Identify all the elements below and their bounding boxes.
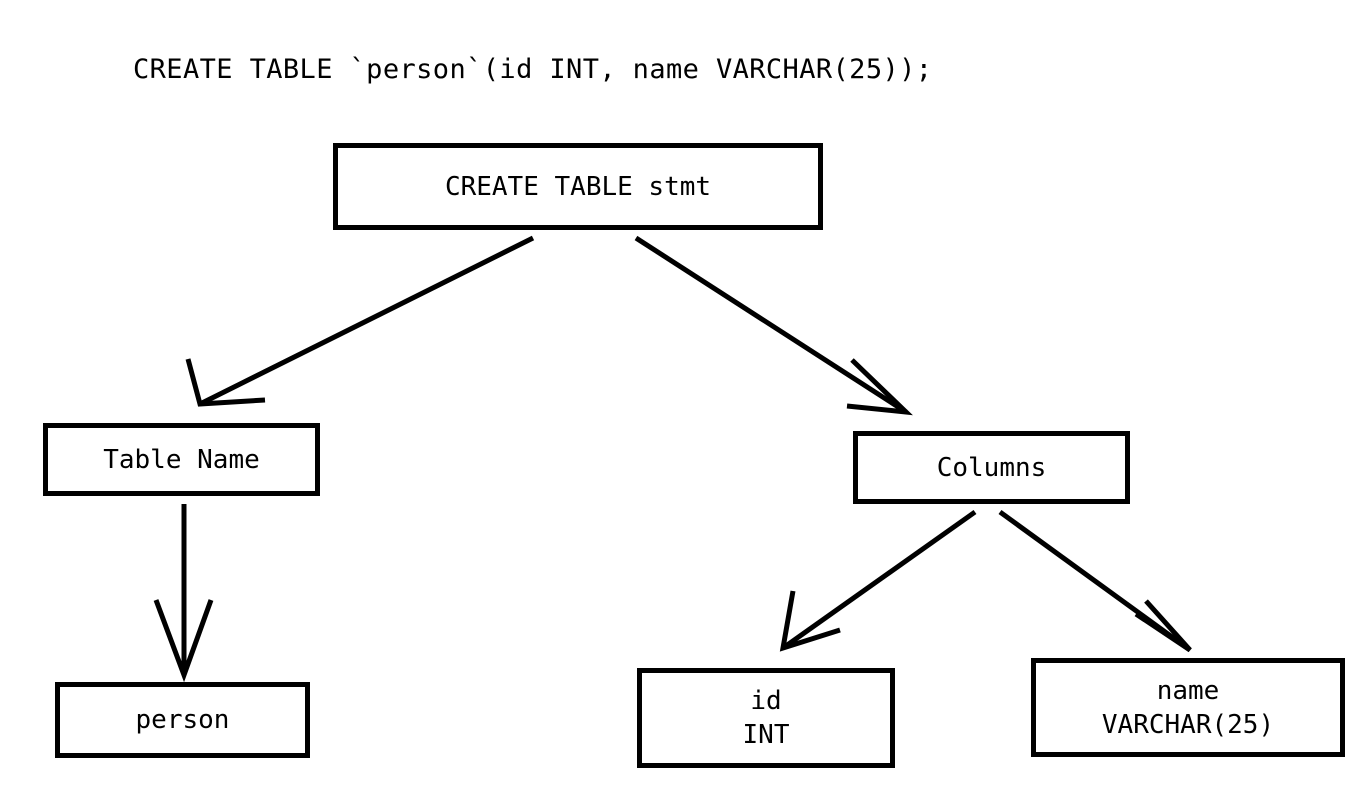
edge-columns-to-col-id (779, 509, 977, 652)
node-create-table-stmt[interactable]: CREATE TABLE stmt (333, 143, 823, 230)
column-name-label: id (750, 686, 782, 716)
node-table-name[interactable]: Table Name (43, 423, 320, 496)
column-type-label: VARCHAR(25) (1101, 709, 1275, 740)
node-label: Columns (936, 452, 1047, 483)
edge-table-name-to-person (153, 504, 214, 683)
node-column-id[interactable]: id INT (637, 668, 895, 768)
node-label: Table Name (103, 444, 260, 475)
edge-columns-to-col-name (998, 509, 1192, 653)
node-columns[interactable]: Columns (853, 431, 1130, 504)
sql-statement-title: CREATE TABLE `person`(id INT, name VARCH… (133, 54, 933, 85)
edge-root-to-table-name (185, 235, 535, 407)
column-type-label: INT (742, 720, 790, 750)
node-label: person (135, 705, 230, 735)
node-column-name[interactable]: name VARCHAR(25) (1031, 658, 1345, 757)
node-label: CREATE TABLE stmt (444, 171, 712, 202)
edge-root-to-columns (634, 235, 913, 416)
node-person[interactable]: person (55, 682, 310, 758)
column-name-label: name (1156, 675, 1220, 706)
